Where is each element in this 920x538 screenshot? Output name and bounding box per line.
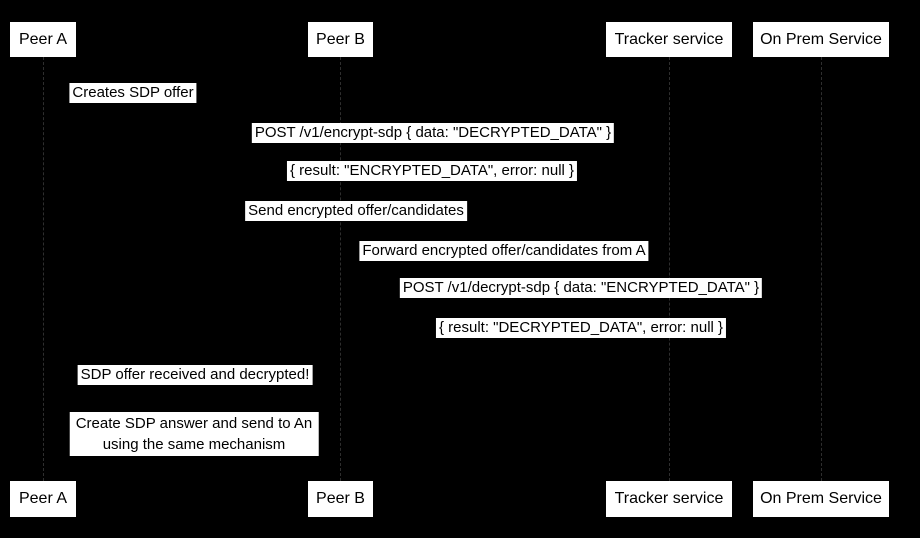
participant-tracker-service-top: Tracker service xyxy=(606,22,732,57)
message-decrypt-result: { result: "DECRYPTED_DATA", error: null … xyxy=(435,318,727,338)
message-send-encrypted-offer: Send encrypted offer/candidates xyxy=(245,201,467,221)
participant-on-prem-service-top: On Prem Service xyxy=(753,22,889,57)
note-line-1: Create SDP answer and send to An xyxy=(75,415,313,432)
participant-on-prem-service-bottom: On Prem Service xyxy=(753,481,889,517)
participant-peer-a-top: Peer A xyxy=(10,22,76,57)
note-line-2: using the same mechanism xyxy=(102,436,286,453)
participant-peer-a-bottom: Peer A xyxy=(10,481,76,517)
message-forward-encrypted-offer: Forward encrypted offer/candidates from … xyxy=(359,241,649,261)
note-create-sdp-answer: Create SDP answer and send to An using t… xyxy=(69,412,319,456)
message-sdp-offer-received: SDP offer received and decrypted! xyxy=(77,365,313,385)
message-post-encrypt-sdp: POST /v1/encrypt-sdp { data: "DECRYPTED_… xyxy=(251,123,615,143)
lifeline-peer-a xyxy=(43,57,44,481)
participant-peer-b-top: Peer B xyxy=(308,22,373,57)
message-encrypt-result: { result: "ENCRYPTED_DATA", error: null … xyxy=(286,161,578,181)
lifeline-peer-b xyxy=(340,57,341,481)
lifeline-tracker-service xyxy=(669,57,670,481)
participant-peer-b-bottom: Peer B xyxy=(308,481,373,517)
lifeline-on-prem-service xyxy=(821,57,822,481)
message-post-decrypt-sdp: POST /v1/decrypt-sdp { data: "ENCRYPTED_… xyxy=(399,278,763,298)
message-creates-sdp-offer: Creates SDP offer xyxy=(69,83,197,103)
participant-tracker-service-bottom: Tracker service xyxy=(606,481,732,517)
